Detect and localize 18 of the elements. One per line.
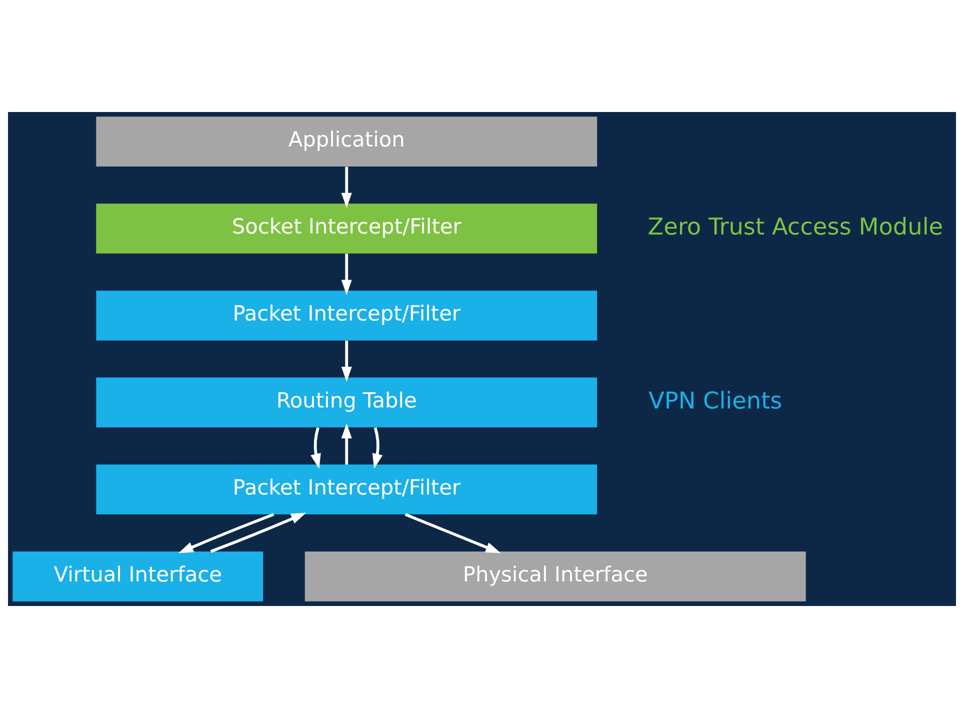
arrow [341, 423, 352, 464]
arrow [310, 427, 321, 469]
arrow [341, 254, 352, 295]
node-box: Packet Intercept/Filter [96, 290, 598, 340]
node-box: Routing Table [96, 378, 598, 428]
label: Zero Trust Access Module [648, 213, 944, 240]
label: VPN Clients [648, 387, 782, 414]
arrow [341, 166, 352, 208]
arrow [372, 427, 383, 469]
node-box: Physical Interface [304, 552, 806, 602]
arrow [341, 340, 352, 382]
node-box: Application [96, 116, 598, 166]
node-box: Socket Intercept/Filter [96, 204, 598, 254]
arrow [210, 512, 306, 553]
node-box: Virtual Interface [12, 552, 264, 602]
node-box: Packet Intercept/Filter [96, 464, 598, 514]
arrow [404, 513, 501, 554]
arrow [178, 513, 274, 554]
